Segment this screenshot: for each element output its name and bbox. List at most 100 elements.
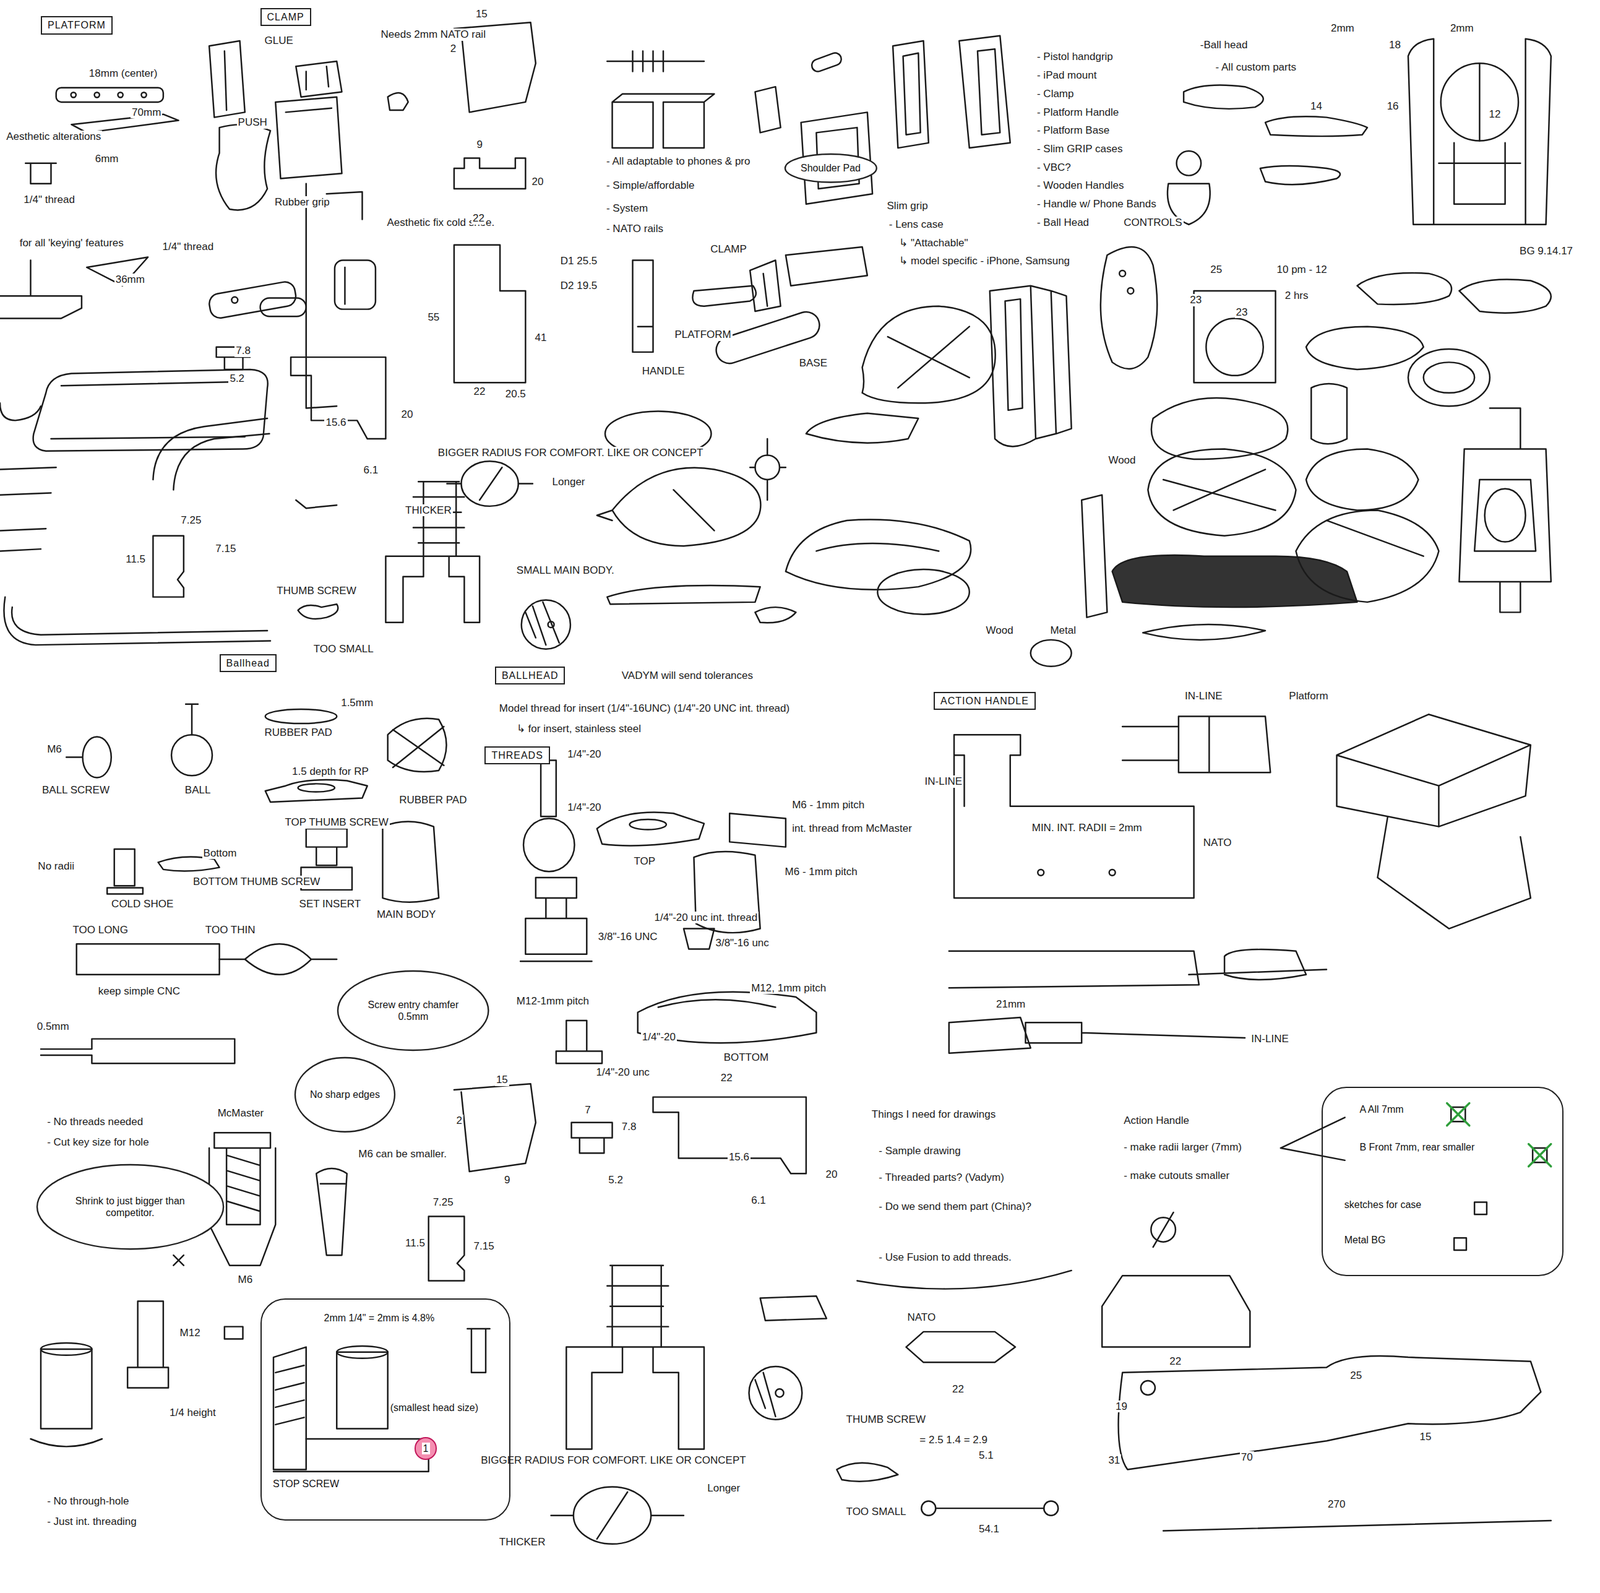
sketch-stroke <box>921 1501 936 1516</box>
node-text: A All 7mm <box>1358 1103 1405 1115</box>
sketch-note: RUBBER PAD <box>397 793 468 807</box>
sketch-note: 10 pm - 12 <box>1275 263 1329 276</box>
sketch-stroke <box>729 812 786 847</box>
sketch-stroke <box>892 35 1011 148</box>
sketch-note: 5.2 <box>228 372 246 385</box>
sketch-note: 1/4" thread <box>161 240 216 254</box>
sketch-note: Rubber grip <box>273 196 332 209</box>
sketch-note: 15 <box>474 8 489 21</box>
sketch-stroke <box>836 1462 898 1482</box>
sketch-note: - NATO rails <box>605 222 665 236</box>
sketch-stroke <box>382 821 439 902</box>
sketch-stroke <box>71 114 179 134</box>
sketch-note: 1/4 height <box>168 1406 218 1419</box>
sketch-stroke <box>1151 397 1288 460</box>
sketch-stroke <box>525 602 559 645</box>
sketch-stroke <box>949 1017 1245 1054</box>
sketch-note: 9 <box>475 138 484 151</box>
sketch-stroke <box>1176 150 1202 176</box>
sketch-note: 7.8 <box>620 1120 638 1133</box>
sketch-note: 15 <box>1418 1430 1433 1443</box>
sketch-note: MIN. INT. RADII = 2mm <box>1030 821 1144 835</box>
sketch-note: 3/8"-16 unc <box>713 936 770 950</box>
sketch-note: 6mm <box>94 152 121 166</box>
detail-frame: 2mm 1/4" = 2mm is 4.8%(smallest head siz… <box>260 1298 511 1521</box>
sketch-note: - Platform Base <box>1035 124 1111 137</box>
sketch-stroke <box>0 402 41 421</box>
sketch-stroke <box>1311 383 1347 444</box>
sketch-note: - All adaptable to phones & pro <box>605 155 752 168</box>
sketch-note: - Do we send them part (China)? <box>877 1200 1033 1213</box>
section-tag: ACTION HANDLE <box>933 691 1036 710</box>
sketch-note: Model thread for insert (1/4"-16UNC) (1/… <box>498 702 791 715</box>
sketch-stroke <box>306 183 363 409</box>
sketch-note: 22 <box>471 212 486 225</box>
sketch-stroke <box>749 1366 803 1420</box>
sketch-note: 20 <box>530 175 546 189</box>
sketch-note: 1/4"-20 unc int. thread <box>653 911 760 924</box>
sketch-stroke <box>606 1265 669 1347</box>
sketch-stroke <box>1122 716 1271 773</box>
sketch-note: - Use Fusion to add threads. <box>877 1251 1013 1264</box>
sketch-stroke <box>86 257 148 286</box>
sketch-note: Aesthetic alterations <box>4 130 103 143</box>
text-holder: 1 <box>421 1442 431 1454</box>
sketch-note: Platform <box>1287 689 1330 703</box>
sketch-note: 22 <box>472 385 487 398</box>
node-text: STOP SCREW <box>271 1477 341 1490</box>
text-holder: No sharp edges <box>308 1088 382 1101</box>
sketch-stroke <box>298 603 339 619</box>
sketch-note: THICKER <box>404 504 453 517</box>
sketch-note: Longer <box>705 1481 742 1495</box>
sketch-stroke <box>0 22 1552 1544</box>
sketch-note: int. thread from McMaster <box>790 822 914 835</box>
sketch-note: 7.25 <box>431 1195 455 1209</box>
sketch-note: BASE <box>798 356 829 370</box>
sketch-stroke <box>1458 408 1551 613</box>
sketch-note: 22 <box>719 1071 734 1084</box>
sketch-note: IN-LINE <box>1183 689 1224 703</box>
sketch-stroke <box>1119 270 1126 277</box>
sketch-note: 1.5mm <box>339 696 375 710</box>
sketch-stroke <box>1194 290 1276 383</box>
sketch-note: IN-LINE <box>923 775 964 788</box>
sketch-stroke <box>336 1345 388 1359</box>
sketch-note: 20.5 <box>504 387 528 401</box>
sketch-stroke <box>71 92 77 98</box>
sketch-note: = 2.5 1.4 = 2.9 <box>918 1433 989 1446</box>
sketch-stroke <box>1296 509 1440 602</box>
sketch-stroke <box>275 97 342 179</box>
sketch-note: 25 <box>1348 1369 1364 1382</box>
sketch-stroke <box>316 1168 347 1255</box>
sketch-stroke <box>3 597 271 646</box>
sketch-stroke <box>273 1438 429 1472</box>
sketch-note: 22 <box>1168 1354 1183 1368</box>
sketch-note: 21mm <box>994 997 1027 1011</box>
sketch-note: - Threaded parts? (Vadym) <box>877 1171 1006 1184</box>
sketch-stroke <box>387 92 409 111</box>
sketch-stroke <box>1112 554 1358 607</box>
sketch-stroke <box>460 460 518 507</box>
sketch-note: HANDLE <box>640 365 687 378</box>
sketch-stroke <box>127 1300 169 1388</box>
sketch-note: TOO SMALL <box>845 1505 908 1518</box>
sketch-stroke <box>298 783 335 792</box>
section-tag: PLATFORM <box>40 16 113 35</box>
sketch-note: M12-1mm pitch <box>515 994 591 1008</box>
node-text: Screw entry chamfer 0.5mm <box>358 998 469 1023</box>
sketch-note: keep simple CNC <box>97 984 182 998</box>
sketch-stroke <box>629 819 667 830</box>
sketch-note: - make radii larger (7mm) <box>1122 1140 1244 1154</box>
sketch-stroke <box>597 812 705 846</box>
sketch-stroke <box>809 51 843 74</box>
sketch-stroke <box>152 418 270 490</box>
sketch-note: - Just int. threading <box>45 1515 138 1528</box>
sketch-note: 2mm <box>1449 22 1476 35</box>
sketch-note: -Ball head <box>1199 38 1250 52</box>
sketch-stroke <box>1101 1275 1250 1347</box>
sketch-note: CONTROLS <box>1122 216 1183 229</box>
sketch-stroke <box>683 928 714 950</box>
sketch-note: for all 'keying' features <box>18 236 125 250</box>
ellipse-outline <box>336 969 490 1052</box>
sketch-stroke <box>1140 1380 1156 1395</box>
